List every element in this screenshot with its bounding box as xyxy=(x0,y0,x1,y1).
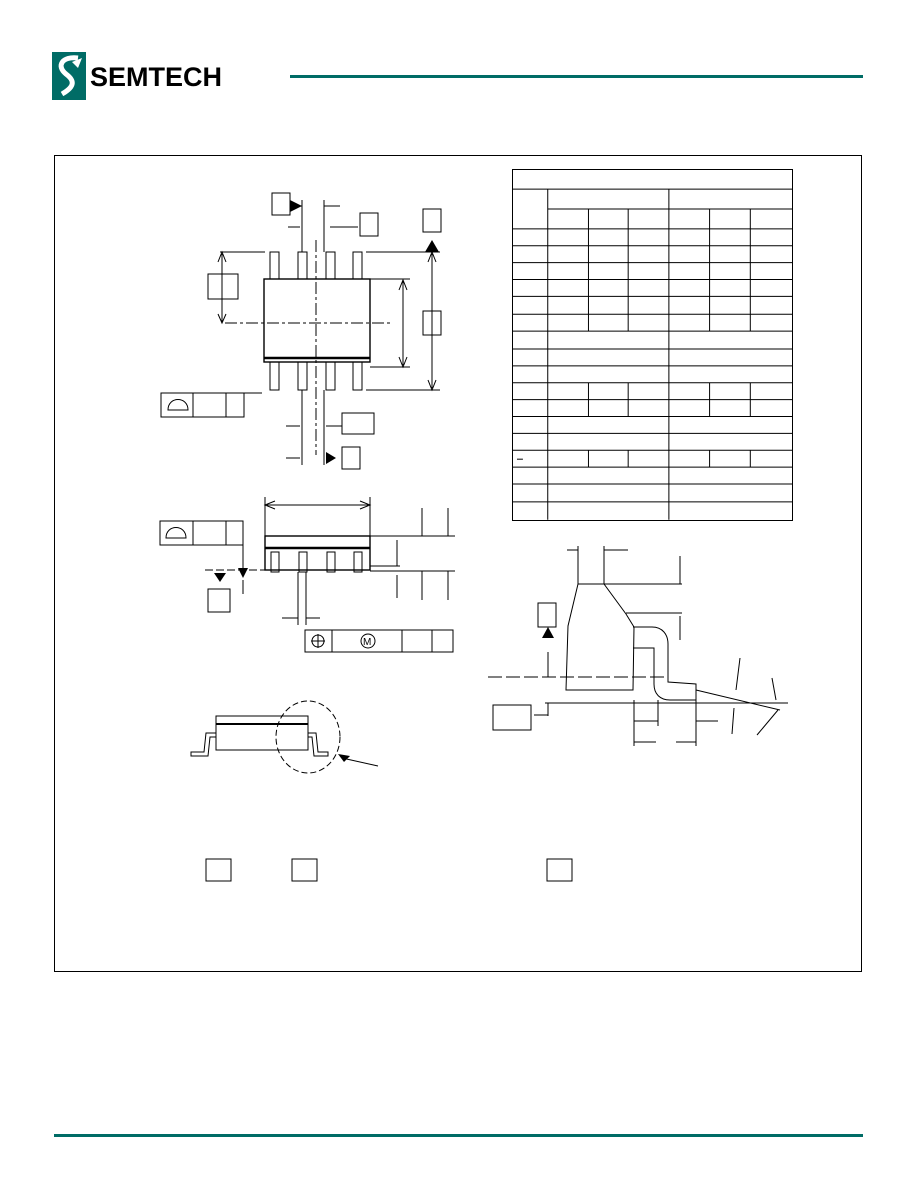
svg-text:M: M xyxy=(363,637,371,648)
dimensions-table xyxy=(512,169,793,521)
semtech-logo-icon xyxy=(52,52,86,100)
package-drawing-frame xyxy=(54,155,862,972)
brand-name: SEMTECH xyxy=(90,62,223,92)
footer-rule xyxy=(54,1134,863,1137)
end-view-drawing xyxy=(190,700,379,774)
detail-view-drawing xyxy=(488,546,788,746)
top-view-drawing xyxy=(160,192,442,470)
side-view-drawing: M xyxy=(159,497,455,653)
header-rule xyxy=(290,75,863,78)
